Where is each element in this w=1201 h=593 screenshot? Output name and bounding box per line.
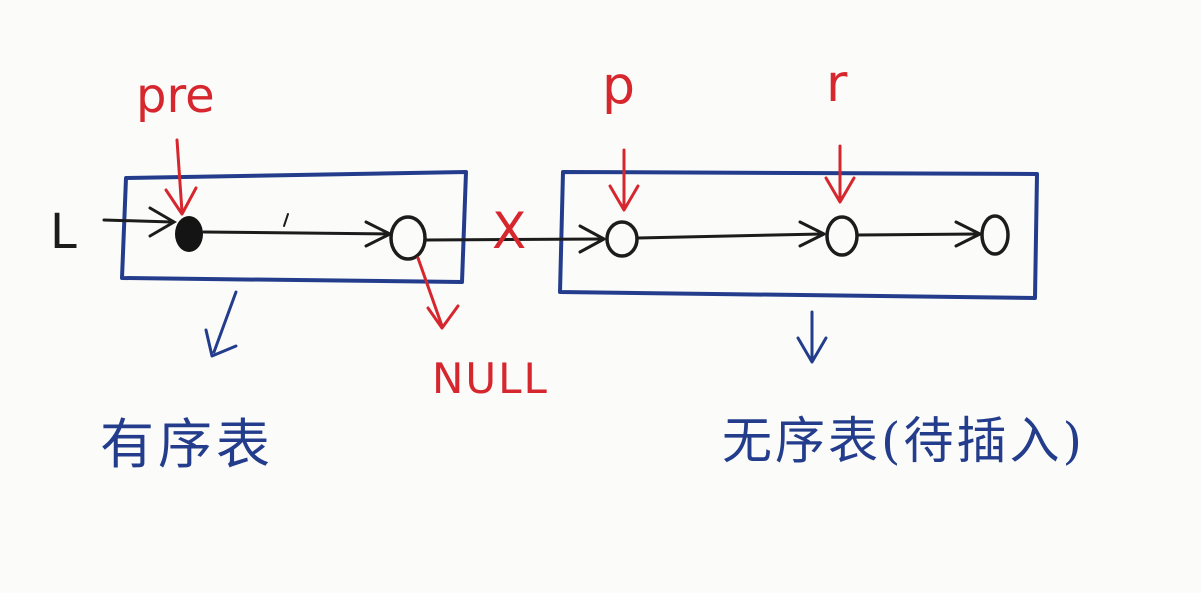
sorted-list-box [120, 170, 468, 284]
node-p [605, 220, 639, 258]
head-label: L [50, 204, 77, 260]
r-label: r [826, 54, 848, 114]
node-r [825, 215, 859, 257]
head-arrow [102, 206, 177, 238]
null-arrow [416, 256, 444, 328]
pre-arrow [175, 138, 184, 214]
node-last [980, 214, 1010, 256]
unsorted-list-label: 无序表(待插入) [722, 412, 1086, 470]
unsorted-list-box [558, 170, 1039, 300]
link-head-to-node1 [202, 230, 390, 236]
pre-label: pre [136, 68, 215, 124]
annotation-arrows [204, 290, 828, 364]
link-p-to-r [636, 232, 824, 240]
pointer-arrows [164, 138, 856, 330]
sorted-annot-arrow [212, 290, 238, 354]
link-node1-to-p [424, 237, 605, 242]
link-r-to-last [856, 232, 980, 237]
p-label: p [602, 56, 636, 116]
links [202, 213, 982, 254]
node-sorted-1 [389, 215, 427, 261]
cut-mark: X [492, 202, 527, 260]
node-head [175, 216, 203, 252]
sorted-list-label: 有序表 [100, 413, 274, 476]
null-label: NULL [432, 354, 549, 403]
